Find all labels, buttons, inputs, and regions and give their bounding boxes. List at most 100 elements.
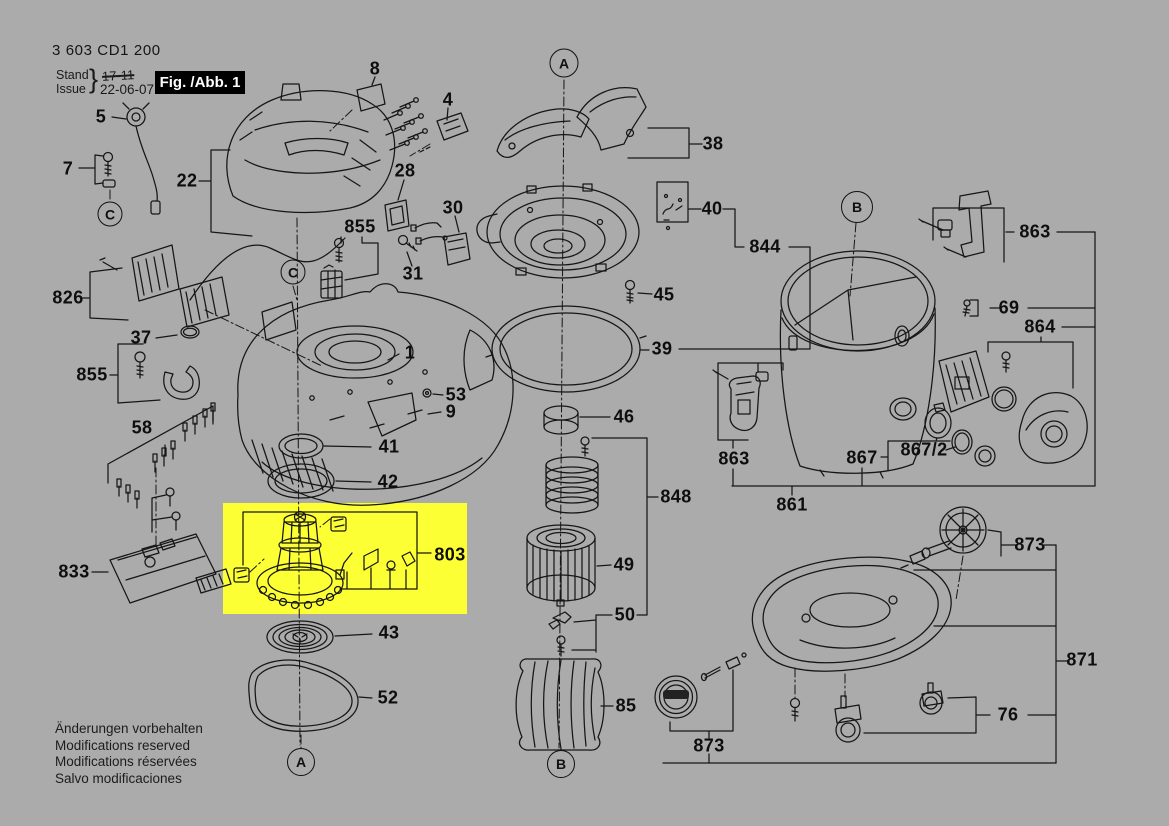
ref-circle-a1: A xyxy=(549,48,579,78)
part-label-861: 861 xyxy=(776,494,808,515)
type-number: 3 603 CD1 200 xyxy=(52,42,161,59)
filter-bag-85 xyxy=(515,658,605,751)
screw-69 xyxy=(962,299,971,317)
brush-holder-855 xyxy=(320,237,345,299)
bosch-badge xyxy=(663,690,689,699)
part-label-31: 31 xyxy=(402,263,424,284)
part-label-803: 803 xyxy=(434,544,466,565)
part-label-864: 864 xyxy=(1024,316,1056,337)
wheel-cap-873 xyxy=(654,652,747,719)
drain-cap-867 xyxy=(924,402,996,467)
mounting-ring-top xyxy=(476,183,640,279)
cord-clamp-855 xyxy=(134,351,200,400)
electronics-board-833 xyxy=(109,487,232,604)
switch-30 xyxy=(410,222,471,266)
part-label-855-center: 855 xyxy=(344,216,376,237)
part-label-53: 53 xyxy=(445,384,467,405)
ring-41 xyxy=(278,433,324,459)
suction-motor-803 xyxy=(233,510,416,610)
diffuser-disc-43 xyxy=(266,620,334,654)
revision-brace: } xyxy=(89,64,99,94)
ref-circle-c2: C xyxy=(280,259,306,285)
notice-fr: Modifications réservées xyxy=(55,754,197,769)
part-label-40: 40 xyxy=(701,198,723,219)
handle-halves-38 xyxy=(496,87,647,158)
o-ring-37 xyxy=(180,325,200,339)
part-label-43: 43 xyxy=(378,622,400,643)
part-label-41: 41 xyxy=(378,436,400,457)
part-label-871: 871 xyxy=(1066,649,1098,670)
notice-es: Salvo modificaciones xyxy=(55,770,182,786)
part-label-863-top: 863 xyxy=(1019,221,1051,242)
part-label-30: 30 xyxy=(442,197,464,218)
power-cord-5 xyxy=(122,102,161,215)
motor-housing-1 xyxy=(237,283,514,506)
container-tank xyxy=(779,250,936,479)
part-label-848: 848 xyxy=(660,486,692,507)
part-label-873-top: 873 xyxy=(1014,534,1046,555)
part-label-49: 49 xyxy=(613,554,635,575)
plate-9 xyxy=(367,392,417,437)
seal-ring-42 xyxy=(267,463,335,499)
part-label-867: 867 xyxy=(846,447,878,468)
connector-4 xyxy=(383,97,469,151)
part-label-9: 9 xyxy=(445,401,457,422)
part-label-4: 4 xyxy=(442,89,454,110)
latch-863-left xyxy=(712,369,769,432)
ref-circle-a2: A xyxy=(287,748,315,776)
part-label-39: 39 xyxy=(651,338,673,359)
undercarriage-871 xyxy=(751,556,952,722)
stand-label: Stand xyxy=(56,68,89,82)
screw-7 xyxy=(102,151,116,188)
issue-label: Issue xyxy=(56,82,86,96)
notice-de: Änderungen vorbehalten xyxy=(55,721,203,736)
part-label-833: 833 xyxy=(58,561,90,582)
issue-date: 22-06-07 xyxy=(100,82,155,97)
clamp-50 xyxy=(548,611,572,657)
caster-76-mid xyxy=(834,695,862,743)
part-label-85: 85 xyxy=(615,695,637,716)
part-label-22: 22 xyxy=(176,170,198,191)
part-label-1: 1 xyxy=(404,342,416,363)
part-label-863-left: 863 xyxy=(718,448,750,469)
highlight-803 xyxy=(223,503,467,614)
filter-grilles-826 xyxy=(99,244,230,328)
part-label-69: 69 xyxy=(998,297,1020,318)
ring-39 xyxy=(485,305,647,393)
detail-box-40 xyxy=(656,181,689,231)
screw-53 xyxy=(422,388,432,398)
sealing-ring-52 xyxy=(248,659,359,732)
modification-notice: Änderungen vorbehalten Modifications res… xyxy=(55,721,203,787)
part-label-76: 76 xyxy=(997,704,1019,725)
part-label-52: 52 xyxy=(377,687,399,708)
spacer-46 xyxy=(543,405,579,435)
part-label-8: 8 xyxy=(369,58,381,79)
part-label-45: 45 xyxy=(653,284,675,305)
part-label-58: 58 xyxy=(131,417,153,438)
notice-en: Modifications reserved xyxy=(55,737,191,753)
ref-circle-b2: B xyxy=(547,750,575,778)
motor-hood-22 xyxy=(189,83,396,301)
part-label-37: 37 xyxy=(130,327,152,348)
part-label-867-2: 867/2 xyxy=(900,439,948,460)
wire-ferrules-58 xyxy=(116,402,216,509)
caster-76-right xyxy=(919,682,944,715)
leader-lines xyxy=(78,76,1096,764)
screw-45 xyxy=(624,279,636,304)
screw-31 xyxy=(397,234,418,252)
part-label-50: 50 xyxy=(614,604,636,625)
figure-label: Fig. /Abb. 1 xyxy=(155,71,245,94)
part-label-7: 7 xyxy=(62,158,74,179)
part-label-42: 42 xyxy=(377,471,399,492)
ref-circle-c1: C xyxy=(97,201,123,227)
part-label-826: 826 xyxy=(52,287,84,308)
part-label-873-bottom: 873 xyxy=(693,735,725,756)
revision-block: Stand Issue } 17-11 22-06-07 xyxy=(56,64,186,102)
frame-28 xyxy=(384,199,410,232)
filter-cartridge-49 xyxy=(526,524,596,607)
wheel-873-rear xyxy=(900,506,987,569)
part-label-28: 28 xyxy=(394,160,416,181)
bellows-848 xyxy=(545,436,599,514)
